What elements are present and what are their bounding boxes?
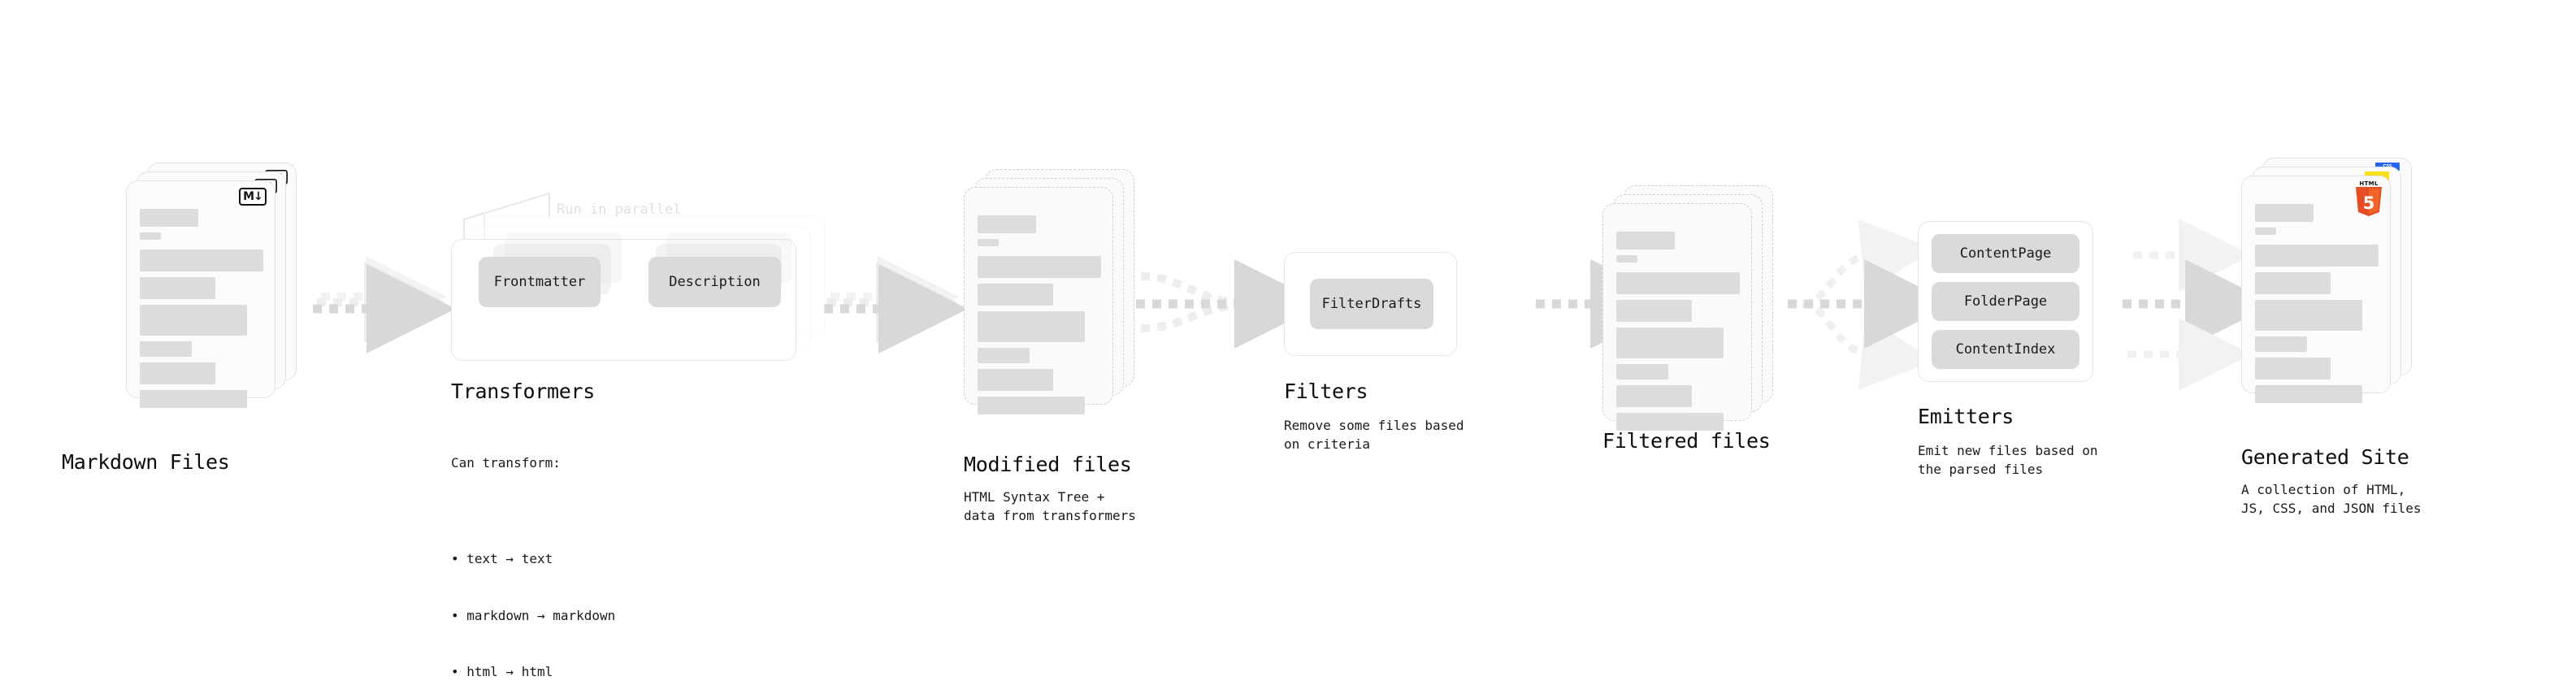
- transformers-group: Frontmatter Description: [451, 203, 833, 366]
- skeleton-bar: [2255, 336, 2307, 352]
- modified-files-card: [964, 169, 1134, 414]
- markdown-icon: M↓: [239, 188, 267, 206]
- skeleton-bar: [140, 362, 215, 384]
- filters-group: FilterDrafts: [1284, 252, 1463, 358]
- stage-title-markdown-files: Markdown Files: [62, 450, 230, 474]
- skeleton-bar: [978, 348, 1030, 363]
- skeleton-bar: [1616, 255, 1637, 262]
- stage-title-modified-files: Modified files: [964, 453, 1132, 476]
- skeleton-bar: [978, 369, 1053, 391]
- skeleton-bar: [140, 209, 198, 227]
- file-skeleton-content: [1616, 232, 1740, 436]
- emitter-pill-folderpage[interactable]: FolderPage: [1932, 282, 2079, 321]
- transformer-pill-frontmatter[interactable]: Frontmatter: [479, 257, 601, 307]
- generated-site-subtitle: A collection of HTML, JS, CSS, and JSON …: [2241, 482, 2422, 517]
- skeleton-bar: [1616, 385, 1692, 407]
- skeleton-bar: [2255, 245, 2379, 267]
- transformers-bullet-2: html → html: [451, 662, 615, 681]
- skeleton-bar: [1616, 327, 1724, 358]
- file-sheet-front: M↓: [126, 180, 275, 408]
- svg-text:5: 5: [2363, 193, 2375, 213]
- transformers-subtitle: Can transform: text → text markdown → ma…: [451, 416, 615, 681]
- stage-title-filters: Filters: [1284, 380, 1368, 403]
- stage-title-generated-site: Generated Site: [2241, 445, 2409, 469]
- transformers-bullet-0: text → text: [451, 549, 615, 568]
- stage-title-emitters: Emitters: [1918, 405, 2014, 428]
- markdown-files-card: M↓ M↓ M↓: [126, 163, 297, 408]
- generated-site-card: CSS HTML 5: [2241, 158, 2412, 403]
- skeleton-bar: [978, 284, 1053, 306]
- skeleton-bar: [978, 239, 999, 246]
- skeleton-bar: [140, 341, 192, 357]
- file-sheet-front: HTML 5: [2241, 176, 2391, 403]
- html5-icon: HTML 5: [2354, 180, 2383, 216]
- skeleton-bar: [1616, 300, 1692, 322]
- run-in-parallel-label: Run in parallel: [557, 202, 682, 218]
- transformers-bullet-list: text → text markdown → markdown html → h…: [451, 512, 615, 681]
- skeleton-bar: [978, 215, 1036, 233]
- filters-subtitle: Remove some files based on criteria: [1284, 418, 1464, 453]
- file-skeleton-content: [2255, 204, 2379, 409]
- skeleton-bar: [978, 256, 1101, 278]
- stage-title-transformers: Transformers: [451, 380, 596, 403]
- skeleton-bar: [1616, 364, 1668, 380]
- skeleton-bar: [2255, 228, 2276, 235]
- transformer-pill-description[interactable]: Description: [648, 257, 781, 307]
- skeleton-bar: [2255, 272, 2331, 294]
- file-skeleton-content: [978, 215, 1101, 420]
- skeleton-bar: [140, 249, 263, 271]
- file-sheet-front: [964, 187, 1113, 414]
- filter-pill-filterdrafts[interactable]: FilterDrafts: [1310, 279, 1433, 329]
- file-sheet-front: [1602, 203, 1752, 431]
- skeleton-bar: [978, 397, 1085, 414]
- emitters-subtitle: Emit new files based on the parsed files: [1918, 443, 2098, 478]
- skeleton-bar: [1616, 232, 1675, 249]
- skeleton-bar: [140, 390, 247, 408]
- filtered-files-card: [1602, 185, 1773, 431]
- stage-title-filtered-files: Filtered files: [1602, 429, 1771, 453]
- skeleton-bar: [140, 277, 215, 299]
- emitter-pill-contentpage[interactable]: ContentPage: [1932, 234, 2079, 273]
- skeleton-bar: [2255, 358, 2331, 380]
- emitter-pill-contentindex[interactable]: ContentIndex: [1932, 330, 2079, 369]
- transformers-subtitle-lead: Can transform:: [451, 455, 561, 471]
- skeleton-bar: [1616, 413, 1724, 431]
- file-skeleton-content: [140, 209, 263, 414]
- emitters-group: ContentPage FolderPage ContentIndex: [1918, 221, 2105, 384]
- skeleton-bar: [2255, 300, 2362, 331]
- transformers-bullet-1: markdown → markdown: [451, 606, 615, 625]
- skeleton-bar: [140, 305, 247, 336]
- skeleton-bar: [1616, 272, 1740, 294]
- skeleton-bar: [2255, 385, 2362, 403]
- modified-files-subtitle: HTML Syntax Tree + data from transformer…: [964, 489, 1136, 524]
- skeleton-bar: [2255, 204, 2314, 222]
- skeleton-bar: [978, 311, 1085, 342]
- skeleton-bar: [140, 232, 161, 240]
